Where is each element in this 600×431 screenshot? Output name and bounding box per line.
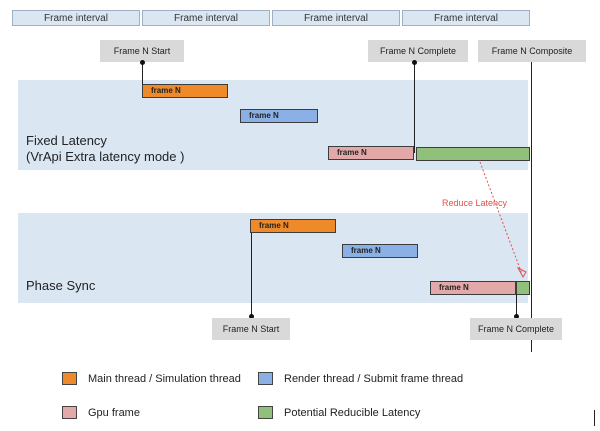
frame-n-start-top-marker: Frame N Start (100, 40, 184, 62)
fixed-render-thread-bar: frame N (240, 109, 318, 123)
frame-n-complete-bottom-marker: Frame N Complete (470, 318, 562, 340)
fixed-latency-title: Fixed Latency (26, 133, 107, 148)
reduce-latency-arrow-icon (479, 161, 527, 278)
start-line-bottom (251, 233, 252, 317)
frame-n-composite-marker: Frame N Composite (478, 40, 586, 62)
phase-reducible-latency-bar (516, 281, 530, 295)
frame-interval-1: Frame interval (12, 10, 140, 26)
complete-dot-bottom (514, 314, 519, 319)
legend-reducible-latency-label: Potential Reducible Latency (284, 407, 421, 419)
reduce-latency-label: Reduce Latency (442, 198, 508, 208)
complete-line-bottom (516, 294, 517, 317)
complete-line-top (414, 63, 415, 153)
complete-dot-top (412, 60, 417, 65)
fixed-latency-subtitle: (VrApi Extra latency mode ) (26, 149, 185, 164)
frame-interval-2: Frame interval (142, 10, 270, 26)
phase-gpu-frame-bar: frame N (430, 281, 516, 295)
start-line-top (142, 63, 143, 97)
frame-interval-4: Frame interval (402, 10, 530, 26)
frame-interval-3: Frame interval (272, 10, 400, 26)
start-dot-top (140, 60, 145, 65)
start-dot-bottom (249, 314, 254, 319)
composite-line (531, 62, 532, 352)
fixed-main-thread-bar: frame N (142, 84, 228, 98)
legend-main-thread-label: Main thread / Simulation thread (88, 373, 241, 385)
legend-render-thread-swatch (258, 372, 273, 385)
phase-sync-title: Phase Sync (26, 278, 96, 293)
legend-reducible-latency-swatch (258, 406, 273, 419)
legend-gpu-frame-swatch (62, 406, 77, 419)
legend-gpu-frame-label: Gpu frame (88, 407, 140, 419)
phase-main-thread-bar: frame N (250, 219, 336, 233)
legend-render-thread-label: Render thread / Submit frame thread (284, 373, 464, 385)
fixed-gpu-frame-bar: frame N (328, 146, 414, 160)
legend-main-thread-swatch (62, 372, 77, 385)
text-cursor (594, 410, 595, 426)
frame-n-start-bottom-marker: Frame N Start (212, 318, 290, 340)
fixed-reducible-latency-bar (416, 147, 530, 161)
phase-render-thread-bar: frame N (342, 244, 418, 258)
frame-n-complete-top-marker: Frame N Complete (368, 40, 468, 62)
